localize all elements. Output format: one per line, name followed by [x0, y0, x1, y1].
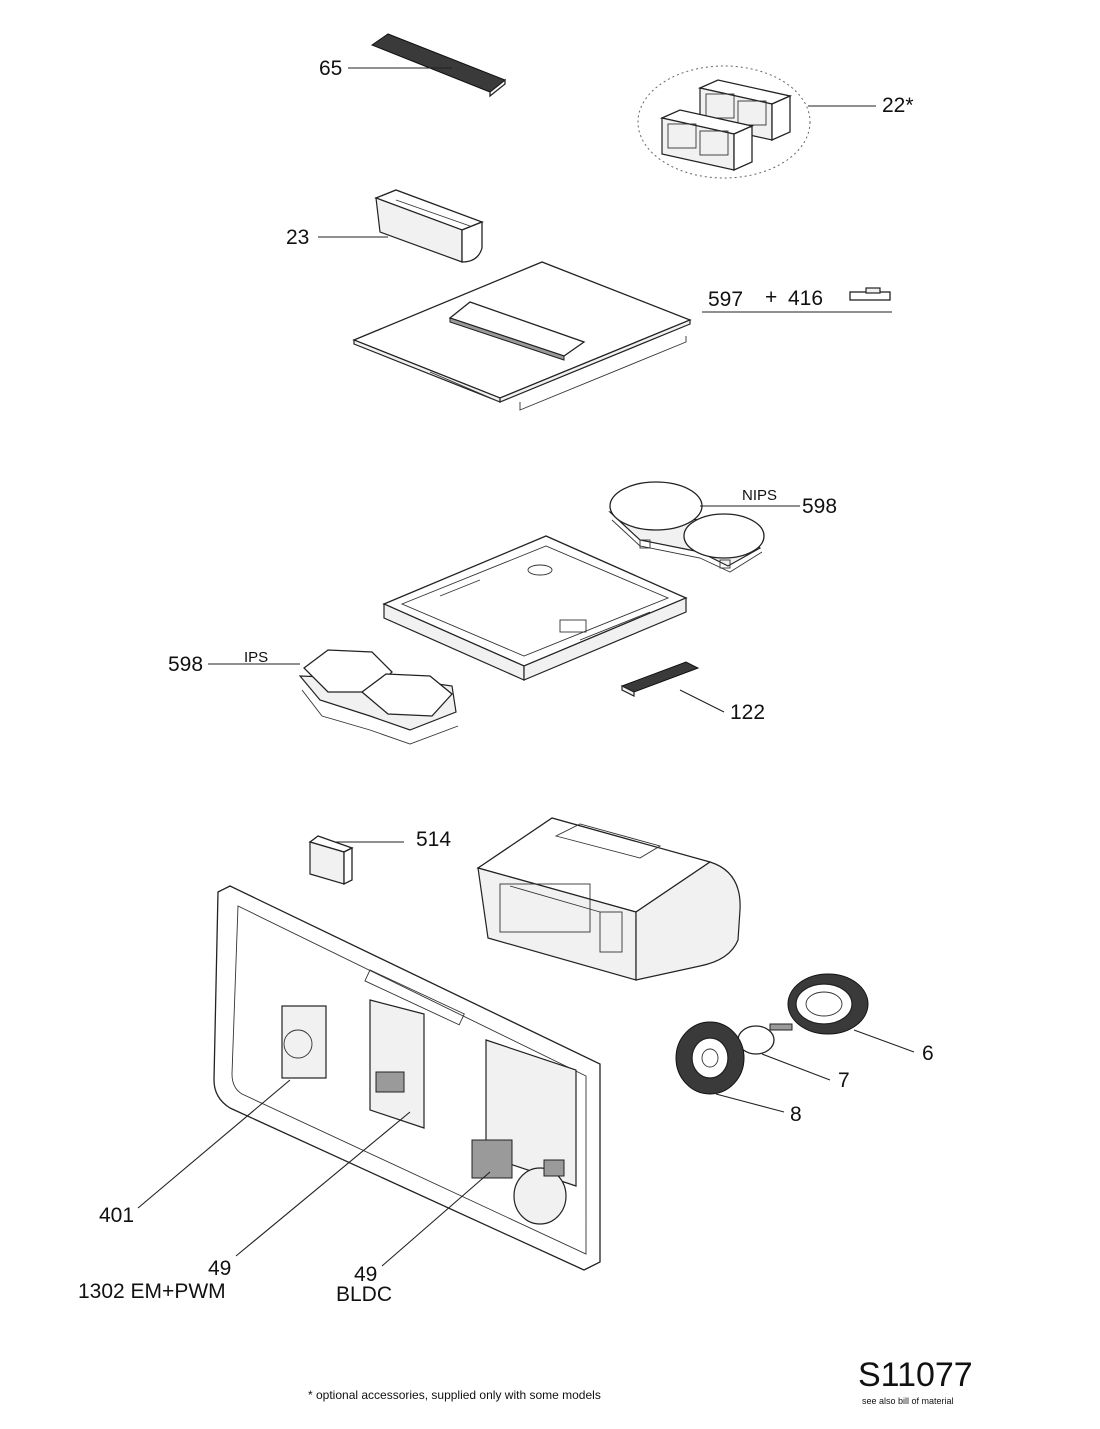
part-22-carbon-filters	[637, 65, 876, 179]
label-6: 6	[922, 1042, 934, 1065]
motor-housing	[476, 817, 741, 981]
label-49-right: 49	[354, 1263, 378, 1286]
part-8-inlet-ring	[675, 1021, 785, 1113]
label-598-top: 598	[802, 495, 838, 518]
part-23-air-duct	[318, 189, 484, 263]
label-23: 23	[286, 226, 310, 249]
label-7: 7	[838, 1069, 850, 1092]
label-nips: NIPS	[742, 487, 778, 504]
part-7-hub	[737, 1023, 831, 1081]
label-597: 597	[708, 288, 744, 311]
label-plus: +	[765, 286, 778, 309]
footnote-optional-accessories: * optional accessories, supplied only wi…	[308, 1388, 601, 1402]
label-416: 416	[788, 287, 824, 310]
label-8: 8	[790, 1103, 802, 1126]
label-65: 65	[319, 57, 343, 80]
part-598-nips-coils	[608, 481, 800, 573]
drawing-number: S11077	[858, 1356, 973, 1394]
part-597-glass-top	[352, 261, 892, 411]
label-49-right-sub: BLDC	[336, 1283, 393, 1306]
label-598-left: 598	[168, 653, 204, 676]
bottom-housing	[137, 885, 601, 1271]
part-416-clip	[849, 287, 891, 301]
part-65-filter-strip	[348, 33, 506, 98]
label-401: 401	[99, 1204, 135, 1227]
label-22: 22*	[882, 94, 914, 117]
hob-base-tray	[382, 535, 688, 681]
label-514: 514	[416, 828, 452, 851]
part-598-ips-coils	[208, 649, 459, 745]
part-122-control-board	[620, 661, 725, 713]
label-49-left: 49	[208, 1257, 232, 1280]
part-6-fan-wheel	[787, 973, 915, 1053]
part-514-block	[308, 835, 404, 886]
label-122: 122	[730, 701, 766, 724]
label-49-left-sub: 1302 EM+PWM	[78, 1280, 226, 1303]
label-ips: IPS	[244, 649, 269, 666]
drawing-subnote: see also bill of material	[862, 1396, 954, 1406]
